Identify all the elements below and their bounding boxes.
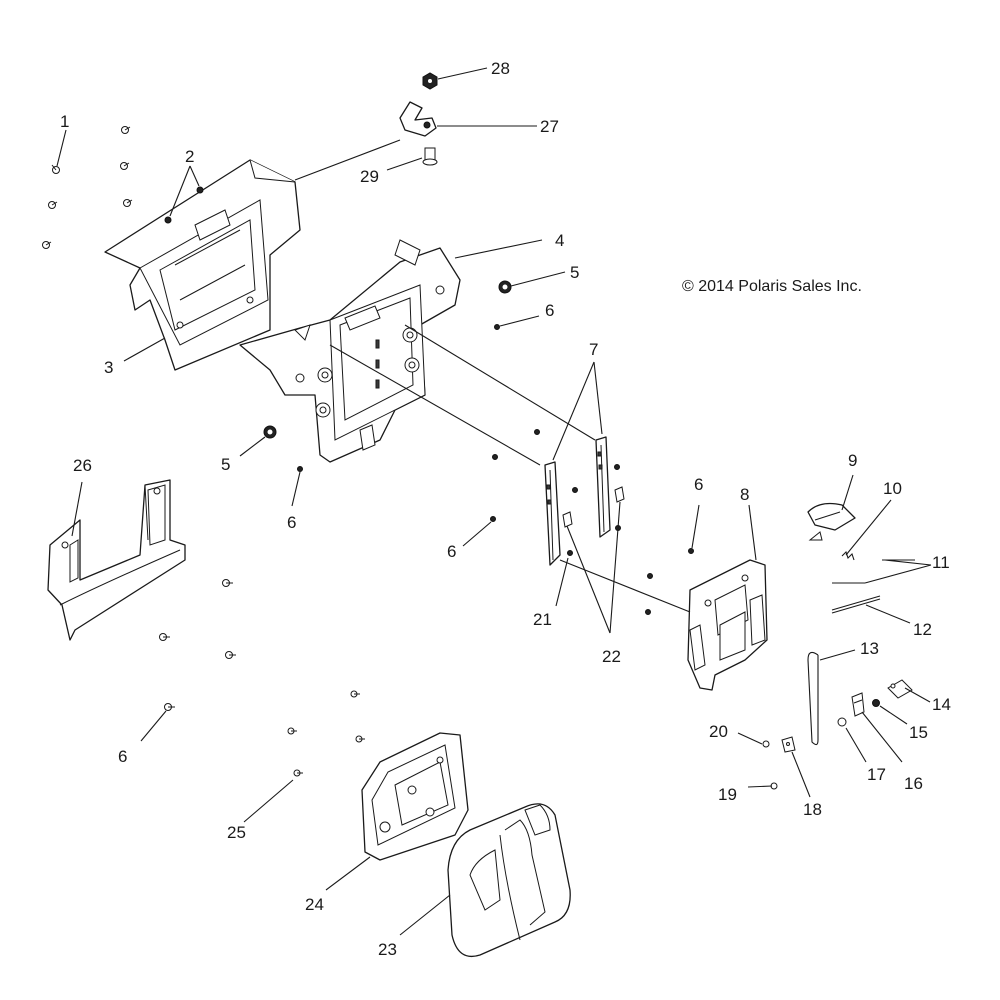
callout-16: 16: [904, 774, 923, 793]
copyright-notice: © 2014 Polaris Sales Inc.: [682, 278, 862, 295]
callout-13: 13: [860, 639, 879, 658]
callout-2: 2: [185, 147, 194, 166]
callout-28: 28: [491, 59, 510, 78]
part-1-screws: [42, 126, 204, 249]
part-19-20-screws: [762, 740, 778, 790]
part-23-cushion: [447, 803, 571, 958]
callout-5a: 5: [570, 263, 579, 282]
part-18-bracket: [781, 736, 796, 753]
leader-lines: [56, 67, 932, 936]
part-14-lever: [887, 679, 913, 699]
callout-12: 12: [913, 620, 932, 639]
callout-6d: 6: [694, 475, 703, 494]
callout-5b: 5: [221, 455, 230, 474]
callout-8: 8: [740, 485, 749, 504]
callout-labels: 1 2 3 4 5 5 6 6 6 6 6 7 8 9 10 11 12 13 …: [60, 59, 951, 959]
callout-7: 7: [589, 340, 598, 359]
callout-26: 26: [73, 456, 92, 475]
part-27-strap: [399, 101, 437, 137]
part-7-slide-rails: [544, 436, 611, 566]
part-3-rear-bracket: [104, 159, 301, 371]
part-17-washer: [837, 717, 847, 727]
callout-15: 15: [909, 723, 928, 742]
callout-17: 17: [867, 765, 886, 784]
callout-4: 4: [555, 231, 564, 250]
callout-27: 27: [540, 117, 559, 136]
callout-14: 14: [932, 695, 951, 714]
callout-29: 29: [360, 167, 379, 186]
part-9-latch-cover: [807, 502, 856, 541]
part-29-bolt: [422, 147, 438, 166]
part-16-bracket: [851, 692, 865, 717]
callout-19: 19: [718, 785, 737, 804]
callout-25: 25: [227, 823, 246, 842]
part-26-lower-cover: [47, 479, 186, 641]
part-24-backrest-base: [361, 732, 469, 861]
callout-24: 24: [305, 895, 324, 914]
part-10-spring: [841, 550, 855, 561]
part-25-bolts: [287, 690, 365, 777]
callout-6b: 6: [287, 513, 296, 532]
callout-20: 20: [709, 722, 728, 741]
callout-18: 18: [803, 800, 822, 819]
callout-6a: 6: [545, 301, 554, 320]
part-28-nut: [422, 72, 438, 90]
part-8-pivot-panel: [687, 559, 768, 691]
callout-6e: 6: [118, 747, 127, 766]
part-13-link: [807, 651, 819, 746]
callout-22: 22: [602, 647, 621, 666]
callout-23: 23: [378, 940, 397, 959]
callout-6c: 6: [447, 542, 456, 561]
part-4-main-frame: [239, 239, 461, 463]
part-5-grommets: [263, 280, 512, 439]
callout-21: 21: [533, 610, 552, 629]
callout-9: 9: [848, 451, 857, 470]
callout-11: 11: [932, 553, 950, 572]
part-6-bolts-left: [159, 579, 236, 711]
callout-3: 3: [104, 358, 113, 377]
part-12-rod: [831, 595, 881, 614]
callout-1: 1: [60, 112, 69, 131]
part-22-clips: [562, 486, 625, 528]
part-11-pins: [832, 559, 915, 584]
part-15-nut: [872, 699, 880, 707]
callout-10: 10: [883, 479, 902, 498]
